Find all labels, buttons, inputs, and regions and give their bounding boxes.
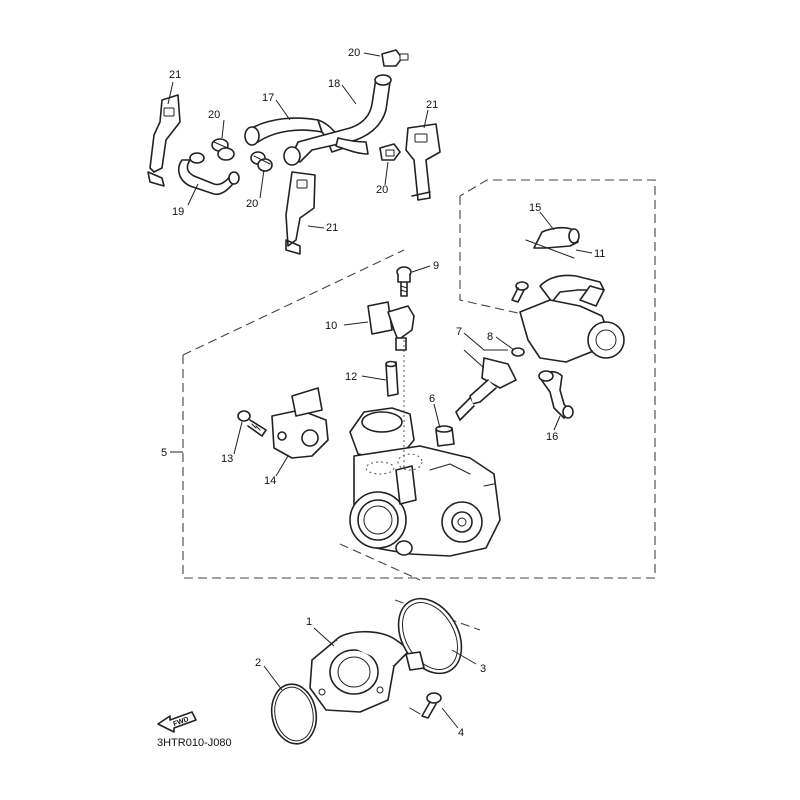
pin-part-12 xyxy=(385,360,399,397)
throttle-sensor-part-14 xyxy=(271,387,329,459)
hose-part-18 xyxy=(283,74,392,166)
collar-part-6 xyxy=(435,425,455,447)
callout-20-right: 20 xyxy=(376,184,388,196)
callout-19: 19 xyxy=(172,206,184,218)
clamp-part-20-left xyxy=(211,138,235,161)
callout-3: 3 xyxy=(480,663,486,675)
injector-part-7 xyxy=(455,357,517,421)
callout-21-left: 21 xyxy=(169,69,181,81)
callout-2: 2 xyxy=(255,657,261,669)
diagram-code: 3HTR010-J080 xyxy=(157,737,232,749)
hose-part-15 xyxy=(525,227,580,259)
callout-numbers: 21 19 20 20 17 18 20 21 20 21 15 11 9 10… xyxy=(161,47,605,739)
hose-clamp-part-3 xyxy=(397,597,463,675)
bolt-part-13 xyxy=(237,410,267,437)
callout-15: 15 xyxy=(529,202,541,214)
fwd-arrow-icon: FWD xyxy=(157,711,197,733)
callout-20-top: 20 xyxy=(348,47,360,59)
callout-20-left: 20 xyxy=(208,109,220,121)
screw-part-9 xyxy=(396,266,412,297)
callout-leaders xyxy=(167,52,593,729)
bracket-part-21-right xyxy=(405,123,441,201)
callout-9: 9 xyxy=(433,260,439,272)
callout-17: 17 xyxy=(262,92,274,104)
bracket-part-21-left xyxy=(147,94,181,187)
bolt-part-4 xyxy=(409,692,442,719)
sensor-part-10 xyxy=(367,301,415,351)
hose-part-16 xyxy=(538,370,574,419)
callout-7: 7 xyxy=(456,326,462,338)
callout-21-middle: 21 xyxy=(326,222,338,234)
clamp-part-20-right xyxy=(379,143,401,161)
bracket-part-21-middle xyxy=(285,171,316,255)
callout-8: 8 xyxy=(487,331,493,343)
throttle-body xyxy=(349,340,501,557)
callout-11: 11 xyxy=(594,248,605,260)
fuel-pipe-part-11 xyxy=(519,274,625,363)
callout-14: 14 xyxy=(264,475,276,487)
callout-18: 18 xyxy=(328,78,340,90)
callout-1: 1 xyxy=(306,616,312,628)
callout-10: 10 xyxy=(325,320,337,332)
clamp-part-20-top xyxy=(381,49,409,67)
callout-5: 5 xyxy=(161,447,167,459)
callout-4: 4 xyxy=(458,727,464,739)
throttle-body-assembly-boundary xyxy=(182,179,656,631)
callout-6: 6 xyxy=(429,393,435,405)
o-ring-part-2 xyxy=(270,683,318,745)
hose-part-19 xyxy=(177,152,240,196)
bolt-fuel-pipe xyxy=(511,281,529,303)
clamp-part-20-middle xyxy=(250,151,273,172)
callout-16: 16 xyxy=(546,431,558,443)
callout-20-middle: 20 xyxy=(246,198,258,210)
callout-12: 12 xyxy=(345,371,357,383)
intake-joint-part-1 xyxy=(309,630,411,713)
o-ring-part-8 xyxy=(511,347,525,357)
callout-13: 13 xyxy=(221,453,233,465)
callout-21-right: 21 xyxy=(426,99,438,111)
